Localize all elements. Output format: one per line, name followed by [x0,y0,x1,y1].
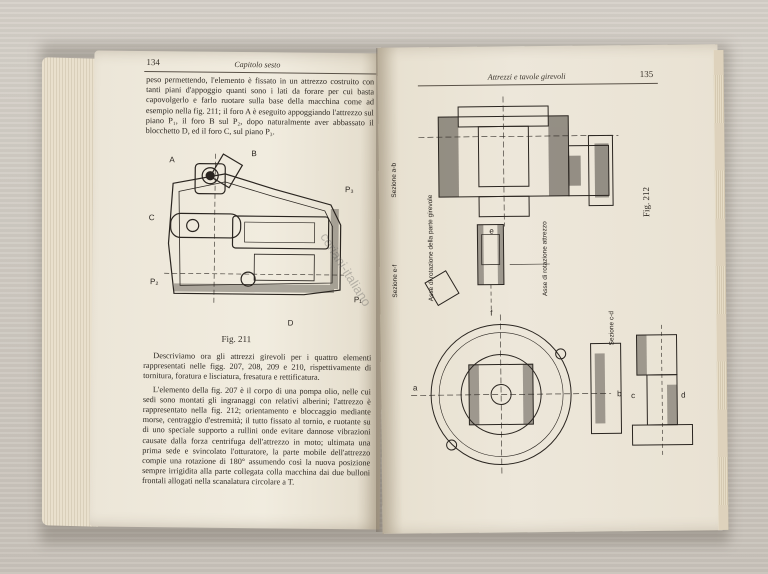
section-cd-plan-drawing [411,314,623,475]
section-ab-drawing [418,96,619,227]
fig-label-C: C [148,213,155,223]
fig-212-caption: Fig. 212 [640,186,652,218]
fig-label-A: A [169,155,175,165]
fig-211-drawing [164,153,345,304]
annotation-axis-rotation-part: Asse di rotazione della parte girevole [427,194,436,302]
fig-label-P3: P₃ [345,185,354,195]
section-label-cd: Sezione c-d [608,310,616,346]
left-page: 134 Capitolo sesto peso permettendo, l'e… [89,50,385,530]
letter-a: a [412,383,418,393]
right-running-head: Attrezzi e tavole girevoli [487,71,566,82]
right-page-number: 135 [639,68,654,80]
fig-211-caption: Fig. 211 [221,333,252,345]
paragraph-text: L'elemento della fig. 207 è il corpo di … [141,384,371,488]
right-detail-drawing [631,324,694,455]
section-label-ef: Sezione e-f [391,264,400,298]
left-header-rule [144,71,377,75]
right-page: Attrezzi e tavole girevoli 135 [377,44,723,534]
letter-f: f [490,308,493,318]
fig-label-P2: P₂ [150,277,159,287]
fig-label-B: B [251,149,257,159]
section-label-ab: Sezione a-b [390,162,399,198]
left-page-number: 134 [146,57,160,68]
letter-d: d [681,390,686,400]
left-paragraph-1: peso permettendo, l'elemento è fissato i… [146,75,375,142]
left-running-head: Capitolo sesto [234,59,281,70]
paragraph-text: Descriviamo ora gli attrezzi girevoli pe… [143,351,372,383]
letter-c: c [631,391,636,401]
letter-b: b [617,389,622,399]
annotation-axis-rotation-tool: Asse di rotazione attrezzo [541,221,550,297]
fig-body-outline [167,173,342,296]
fig-label-D: D [287,318,294,328]
left-paragraphs-lower: Descriviamo ora gli attrezzi girevoli pe… [142,351,371,492]
right-header-rule [417,82,658,87]
section-ef-drawing [424,223,550,315]
paragraph-text: peso permettendo, l'elemento è fissato i… [145,75,375,137]
letter-e: e [489,226,494,236]
